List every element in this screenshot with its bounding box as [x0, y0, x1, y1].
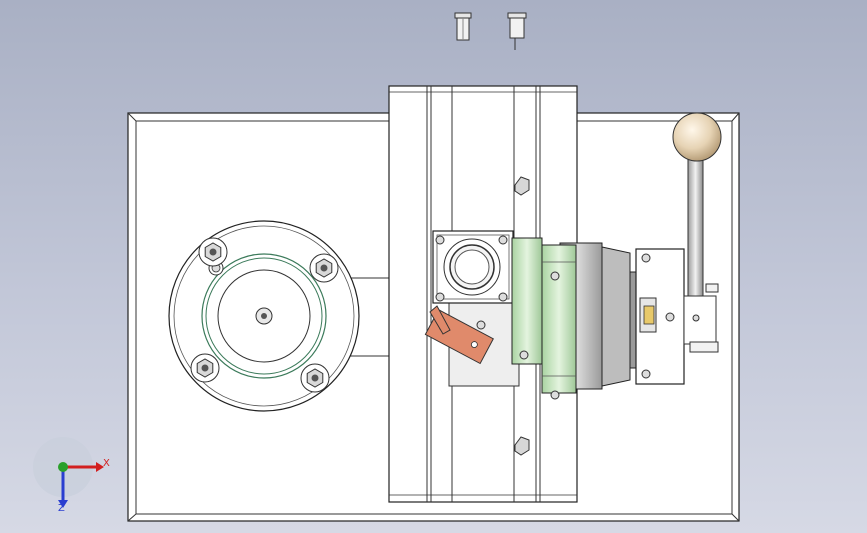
gear-motor-block: [432, 230, 514, 330]
round-flange-chuck: [168, 220, 360, 412]
hex-bolt: [198, 237, 228, 267]
green-spur-gear: [511, 237, 577, 400]
ball-handle-lever: [672, 112, 722, 297]
switch-lever: [429, 305, 451, 335]
loose-pin-right: [507, 12, 527, 50]
loose-pin-left: [454, 12, 472, 41]
axis-triad: [33, 437, 104, 508]
hex-bolt: [190, 353, 220, 383]
flange-bolts: [190, 237, 339, 393]
hex-bolt: [309, 253, 339, 283]
axis-x-label: X: [103, 458, 110, 469]
axis-z-label: Z: [58, 503, 65, 514]
hex-bolt: [300, 363, 330, 393]
bearing-mount-block: [635, 248, 719, 385]
